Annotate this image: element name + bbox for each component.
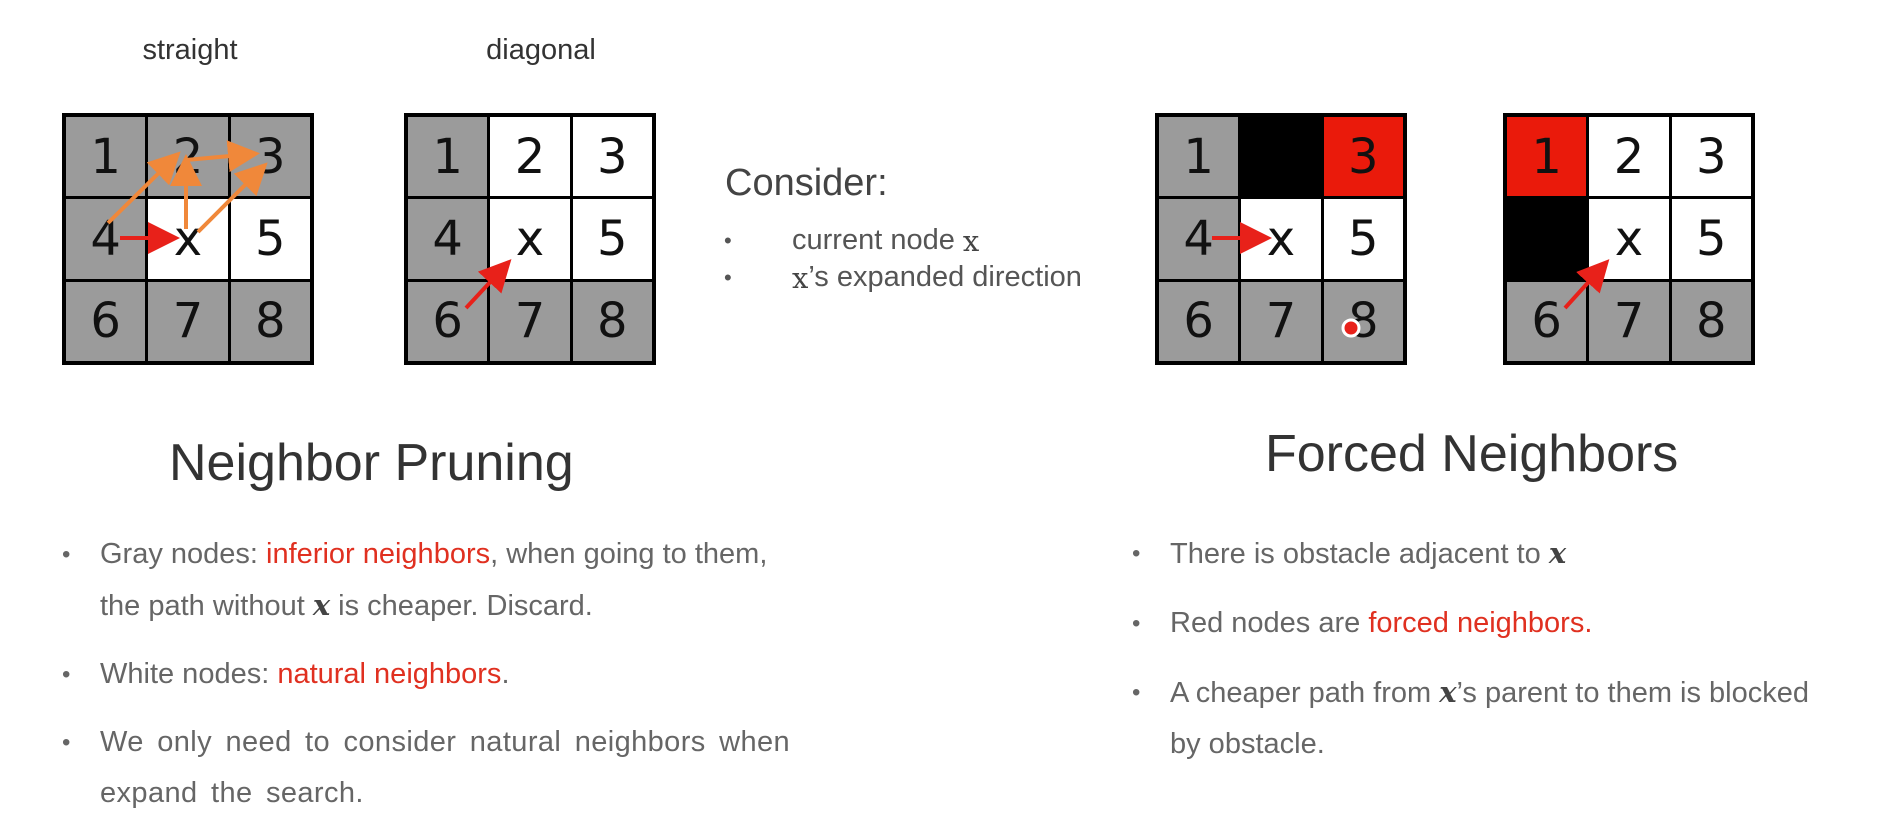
grid-cell: x xyxy=(148,199,228,279)
grid-cell: 1 xyxy=(66,117,146,197)
grid-cell: 5 xyxy=(1323,199,1403,279)
grid-cell xyxy=(1507,199,1587,279)
grid-cell xyxy=(1241,117,1321,197)
grid-cell: 5 xyxy=(230,199,310,279)
grid-cell: 6 xyxy=(1507,281,1587,361)
grid-cell: 6 xyxy=(1159,281,1239,361)
bullet-consider-natural: • We only need to consider natural neigh… xyxy=(62,717,840,819)
grid-cell: 5 xyxy=(1671,199,1751,279)
grid-cell: 4 xyxy=(1159,199,1239,279)
grid-cell: 7 xyxy=(148,281,228,361)
grid-cell: 1 xyxy=(1507,117,1587,197)
bullet-red-nodes: • Red nodes are forced neighbors. xyxy=(1132,598,1904,649)
consider-title: Consider: xyxy=(725,162,888,204)
grid-cell: x xyxy=(490,199,570,279)
pruning-bullets: • Gray nodes: inferior neighbors, when g… xyxy=(62,529,840,819)
grid-cell: 8 xyxy=(1671,281,1751,361)
grid-cell: 8 xyxy=(572,281,652,361)
grid-cell: 7 xyxy=(1589,281,1669,361)
bullet-cheaper-path: • A cheaper path from x’s parent to them… xyxy=(1132,667,1904,770)
consider-item: •x’s expanded direction xyxy=(724,260,1082,295)
grid-cell: 8 xyxy=(230,281,310,361)
bullet-gray-nodes: • Gray nodes: inferior neighbors, when g… xyxy=(62,529,840,632)
bullet-dot: • xyxy=(724,227,732,253)
bullet-dot: • xyxy=(62,661,71,688)
grid-cell: 1 xyxy=(408,117,488,197)
neighbor-pruning-heading: Neighbor Pruning xyxy=(169,434,574,492)
grid-cell: 3 xyxy=(1671,117,1751,197)
grid-cell: x xyxy=(1241,199,1321,279)
grid-cell: 6 xyxy=(408,281,488,361)
consider-list: •current node x •x’s expanded direction xyxy=(724,222,1082,296)
forced-neighbors-heading: Forced Neighbors xyxy=(1265,425,1679,483)
bullet-dot: • xyxy=(1132,540,1141,567)
grid-cell: x xyxy=(1589,199,1669,279)
grid-cell: 2 xyxy=(1589,117,1669,197)
grid-cell: 7 xyxy=(1241,281,1321,361)
forced-bullets: • There is obstacle adjacent to x • Red … xyxy=(1132,528,1904,770)
bullet-dot: • xyxy=(1132,679,1141,706)
grid-cell: 3 xyxy=(230,117,310,197)
grid-cell: 2 xyxy=(490,117,570,197)
grid-cell: 6 xyxy=(66,281,146,361)
grid-cell: 4 xyxy=(408,199,488,279)
bullet-white-nodes: • White nodes: natural neighbors. xyxy=(62,649,840,700)
bullet-dot: • xyxy=(62,541,71,568)
grid-cell: 8 xyxy=(1323,281,1403,361)
grid-cell: 1 xyxy=(1159,117,1239,197)
grid-cell: 3 xyxy=(572,117,652,197)
grid-cell: 7 xyxy=(490,281,570,361)
grid-cell: 5 xyxy=(572,199,652,279)
bullet-dot: • xyxy=(1132,610,1141,637)
grid-cell: 2 xyxy=(148,117,228,197)
bullet-dot: • xyxy=(62,729,71,756)
consider-item: •current node x xyxy=(724,223,980,258)
grid-cell: 3 xyxy=(1323,117,1403,197)
grid-cell: 4 xyxy=(66,199,146,279)
diagonal-label: diagonal xyxy=(486,34,596,66)
bullet-obstacle-adjacent: • There is obstacle adjacent to x xyxy=(1132,528,1904,580)
straight-label: straight xyxy=(142,34,238,66)
bullet-dot: • xyxy=(724,264,732,290)
